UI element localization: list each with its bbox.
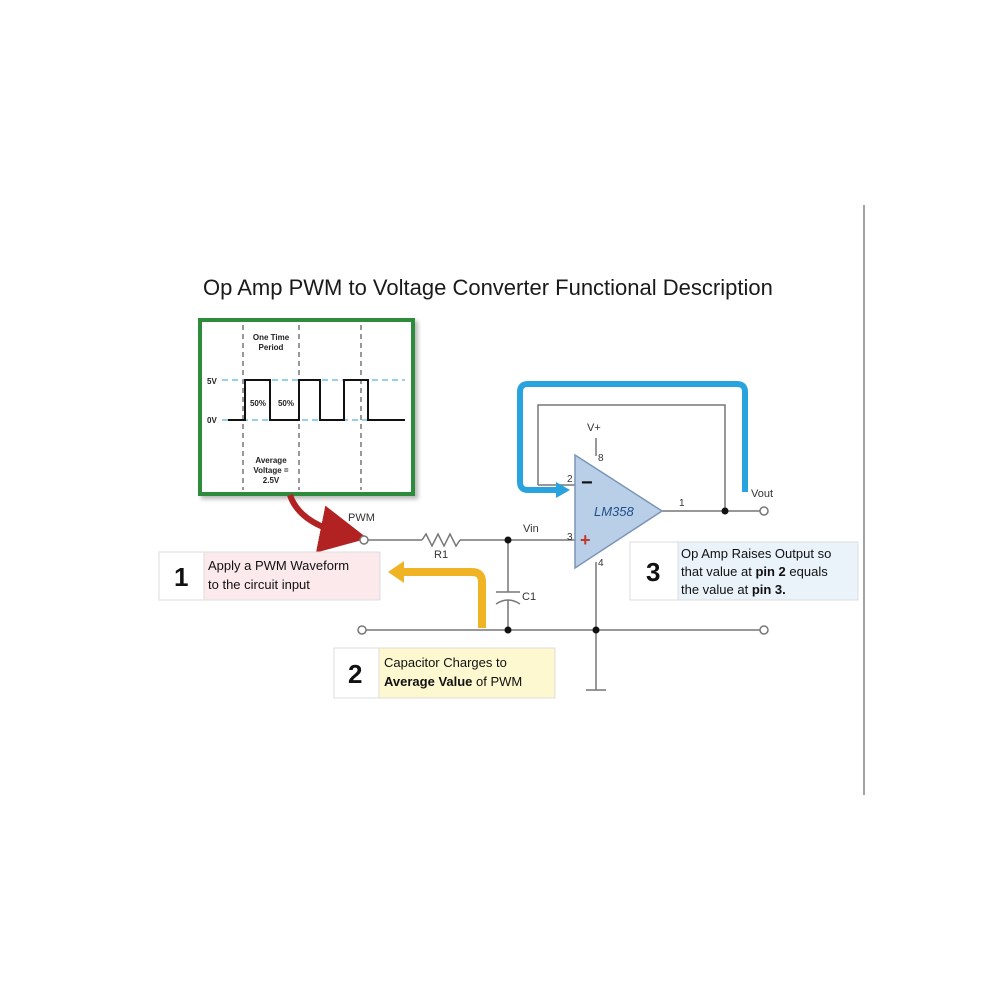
opamp-plus: +	[580, 530, 591, 550]
step-3-number-bg	[629, 541, 679, 601]
pwm-waveform-panel: One Time Period 5V 0V 50% 50% Average Vo…	[198, 318, 415, 496]
label-0v: 0V	[207, 416, 217, 425]
step-2-number: 2	[348, 659, 362, 689]
step-3-line2-pre: that value at	[681, 564, 755, 579]
blue-feedback-arrow	[517, 381, 748, 493]
junction-vin	[504, 536, 512, 544]
yellow-arrow	[404, 568, 486, 628]
duty-high-label: 50%	[250, 399, 266, 408]
junction-cap-ground	[504, 626, 512, 634]
avg-label-2: Voltage =	[253, 466, 289, 475]
junction-output	[721, 507, 729, 515]
step-1-number-bg	[158, 551, 205, 601]
step-3-line2: that value at pin 2 equals	[681, 564, 828, 579]
yellow-arrow-head	[388, 561, 404, 583]
square-wave	[228, 379, 405, 421]
waveform-frame	[198, 318, 415, 496]
step-1-text-bg	[203, 551, 381, 601]
opamp-label: LM358	[594, 504, 635, 519]
vin-label: Vin	[523, 523, 539, 535]
step-2-text-bg	[378, 647, 556, 699]
step-3-line3-pre: the value at	[681, 582, 752, 597]
avg-label-3: 2.5V	[263, 476, 280, 485]
vplus-label: V+	[587, 422, 601, 434]
blue-arrow-head	[556, 482, 570, 498]
vout-label: Vout	[751, 488, 773, 500]
vout-terminal	[759, 506, 769, 516]
pin-2-label: 2	[567, 474, 573, 485]
wire-feedback-loop	[537, 404, 726, 511]
step-2-line1: Capacitor Charges to	[384, 655, 507, 670]
step-3-pin3: pin 3.	[752, 582, 786, 597]
pwm-input-terminal	[359, 535, 369, 545]
pin-1-label: 1	[679, 498, 685, 509]
pin-8-label: 8	[598, 453, 604, 464]
junction-opamp-ground	[592, 626, 600, 634]
ground-right-terminal	[759, 625, 769, 635]
duty-low-label: 50%	[278, 399, 294, 408]
step-2-rest: of PWM	[472, 674, 522, 689]
step-1-number: 1	[174, 562, 188, 592]
step-2-bold: Average Value	[384, 674, 472, 689]
pwm-label: PWM	[348, 512, 375, 524]
step-3-pin2: pin 2	[755, 564, 785, 579]
step-2-box: 2 Capacitor Charges to Average Value of …	[333, 647, 556, 699]
period-label-2: Period	[259, 343, 284, 352]
opamp-minus: −	[581, 472, 593, 494]
step-3-line2-post: equals	[786, 564, 828, 579]
diagram-title: Op Amp PWM to Voltage Converter Function…	[203, 275, 773, 300]
r1-label: R1	[434, 549, 448, 561]
step-2-number-bg	[333, 647, 380, 699]
step-1-line1: Apply a PWM Waveform	[208, 558, 349, 573]
avg-label-1: Average	[255, 456, 287, 465]
step-2-line2: Average Value of PWM	[384, 674, 522, 689]
period-label-1: One Time	[253, 333, 290, 342]
step-3-line1: Op Amp Raises Output so	[681, 546, 831, 561]
step-1-box: 1 Apply a PWM Waveform to the circuit in…	[158, 551, 381, 601]
red-arrow	[287, 493, 368, 553]
ground-left-terminal	[357, 625, 367, 635]
step-3-number: 3	[646, 557, 660, 587]
label-5v: 5V	[207, 377, 217, 386]
step-1-line2: to the circuit input	[208, 577, 310, 592]
circuit	[357, 404, 769, 691]
resistor-r1	[421, 532, 461, 548]
pin-3-label: 3	[567, 532, 573, 543]
step-3-line3: the value at pin 3.	[681, 582, 786, 597]
step-3-text-bg	[677, 541, 859, 601]
opamp-triangle	[574, 453, 664, 570]
step-3-box: 3 Op Amp Raises Output so that value at …	[629, 541, 859, 601]
pin-4-label: 4	[598, 558, 604, 569]
c1-label: C1	[522, 591, 536, 603]
